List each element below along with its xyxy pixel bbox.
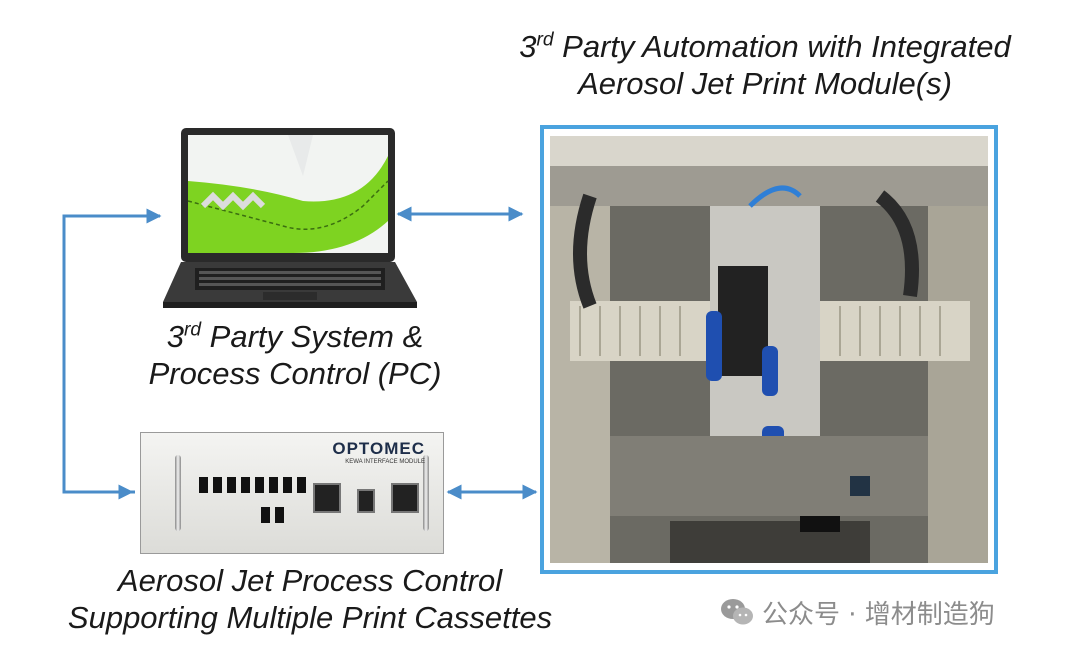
watermark-text: 公众号 · 增材制造狗 [762,594,995,631]
module-brand: OPTOMEC [332,439,425,459]
automation-photo-frame [540,125,998,574]
watermark: 公众号 · 增材制造狗 [720,594,995,630]
module-port [391,483,419,513]
module-switch [275,507,284,523]
pc-number: 3 [167,319,184,354]
module-switch [241,477,250,493]
pc-ordinal-suffix: rd [184,320,201,341]
module-switch [213,477,222,493]
module-port [313,483,341,513]
wechat-icon [720,597,754,627]
pc-label-line1: 3rd Party System & [95,318,495,355]
module-switch [255,477,264,493]
process-control-label-line1: Aerosol Jet Process Control [30,562,590,599]
automation-photo [550,136,988,563]
process-control-label: Aerosol Jet Process Control Supporting M… [30,562,590,636]
module-handle-left [175,455,181,531]
module-switch [227,477,236,493]
module-subbrand: KEWA INTERFACE MODULE [345,459,425,465]
laptop-image [163,126,417,308]
module-switch [269,477,278,493]
process-control-module-image: OPTOMEC KEWA INTERFACE MODULE [140,432,444,554]
module-switch [261,507,270,523]
module-switch [297,477,306,493]
pc-label: 3rd Party System & Process Control (PC) [95,318,495,392]
pc-line1-text: Party System & [201,319,423,354]
pc-label-line2: Process Control (PC) [95,355,495,392]
module-port [357,489,375,513]
process-control-label-line2: Supporting Multiple Print Cassettes [30,599,590,636]
module-switch [283,477,292,493]
module-switch [199,477,208,493]
module-handle-right [423,455,429,531]
